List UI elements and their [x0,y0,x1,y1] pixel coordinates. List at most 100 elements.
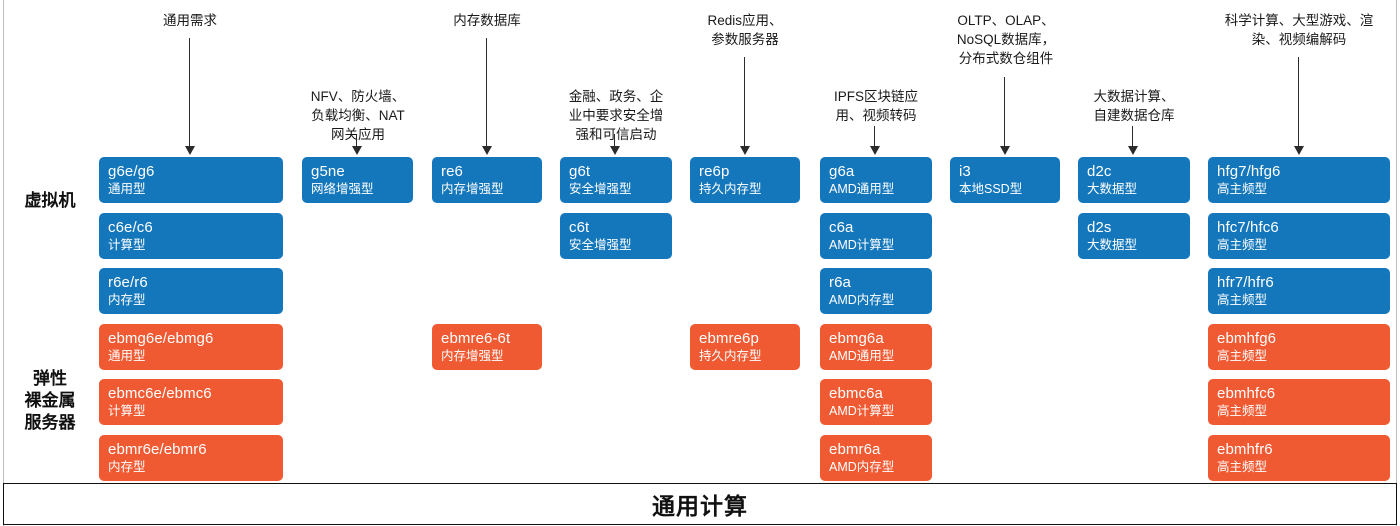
instance-name: re6 [441,163,463,180]
instance-name: i3 [959,163,971,180]
instance-category: 高主频型 [1217,237,1268,252]
arrow-head-icon [1128,146,1138,155]
instance-name: ebmc6a [829,385,883,402]
instance-name: r6e/r6 [108,274,148,291]
instance-name: c6t [569,218,590,236]
instance-category: AMD计算型 [829,237,895,252]
instance-name: c6a [829,218,854,236]
scenario-caption-c8: 大数据计算、 自建数据仓库 [1093,89,1175,123]
arrow-c7 [998,77,1012,155]
instance-box[interactable]: ebmc6e/ebmc6 计算型 [99,379,283,425]
scenario-caption-c5: Redis应用、 参数服务器 [707,13,783,47]
scenario-caption-c3: 内存数据库 [453,13,521,28]
arrow-shaft [356,134,358,147]
instance-category: 本地SSD型 [959,182,1023,196]
instance-category: 高主频型 [1217,459,1268,474]
instance-name: g5ne [311,163,345,180]
arrow-head-icon [352,146,362,155]
arrow-shaft [744,57,746,147]
instance-category: 持久内存型 [699,182,762,196]
instance-category: 高主频型 [1217,404,1268,418]
instance-name: ebmhfr6 [1217,440,1273,458]
instance-name: ebmr6e/ebmr6 [108,440,207,458]
instance-category: 内存型 [108,459,146,474]
scenario-caption-c6: IPFS区块链应 用、视频转码 [833,89,918,123]
instance-name: g6t [569,163,591,180]
instance-category: 计算型 [108,404,146,418]
arrow-head-icon [185,146,195,155]
arrow-head-icon [870,146,880,155]
arrow-shaft [189,38,191,147]
arrow-shaft [614,134,616,147]
instance-name: hfc7/hfc6 [1217,218,1279,236]
arrow-head-icon [482,146,492,155]
arrow-c1 [183,38,197,155]
instance-box[interactable]: ebmhfc6 高主频型 [1208,379,1390,425]
banner-title: 通用计算 [652,493,748,519]
instance-category: AMD内存型 [829,293,895,307]
instance-name: g6a [829,163,855,180]
instance-box[interactable]: i3 本地SSD型 [950,157,1060,203]
scenario-caption-c1: 通用需求 [163,13,217,28]
instance-name: ebmr6a [829,440,881,458]
instance-name: ebmhfc6 [1217,385,1276,402]
instance-name: c6e/c6 [108,218,153,236]
instance-name: hfg7/hfg6 [1217,163,1281,180]
instance-category: AMD通用型 [829,348,895,363]
instance-name: ebmg6a [829,329,884,347]
instance-category: 计算型 [108,237,146,252]
arrow-c5 [738,57,752,155]
instance-category: 通用型 [108,348,146,363]
instance-name: ebmc6e/ebmc6 [108,385,212,402]
instance-category: 安全增强型 [569,237,632,252]
scenario-caption-c2: NFV、防火墙、 负载均衡、NAT 网关应用 [310,89,406,142]
arrow-shaft [874,126,876,147]
arrow-shaft [486,38,488,147]
instance-name: d2s [1087,218,1112,236]
instance-name: r6a [829,274,851,291]
arrow-c4 [608,134,622,155]
scenario-caption-c7: OLTP、OLAP、 NoSQL数据库， 分布式数仓组件 [956,13,1056,66]
arrow-c3 [480,38,494,155]
scenario-caption-c9: 科学计算、大型游戏、渲 染、视频编解码 [1224,13,1374,47]
row-group-label-ebm: 弹性 裸金属 服务器 [24,369,76,432]
instance-category: 高主频型 [1217,293,1268,307]
instance-box[interactable]: g5ne 网络增强型 [302,157,413,203]
instance-name: ebmhfg6 [1217,329,1277,347]
instance-category: 网络增强型 [311,182,374,196]
arrow-c9 [1292,57,1306,155]
scenario-caption-c4: 金融、政务、企 业中要求安全增 强和可信启动 [568,89,664,142]
left-border-line [3,0,4,526]
arrow-head-icon [740,146,750,155]
instance-category: 安全增强型 [569,182,632,196]
instance-box[interactable]: g6t 安全增强型 [560,157,672,203]
right-border-line [1396,0,1397,526]
instance-category: 大数据型 [1087,237,1138,252]
footer-banner: 通用计算 [3,483,1397,525]
instance-category: AMD内存型 [829,459,895,474]
